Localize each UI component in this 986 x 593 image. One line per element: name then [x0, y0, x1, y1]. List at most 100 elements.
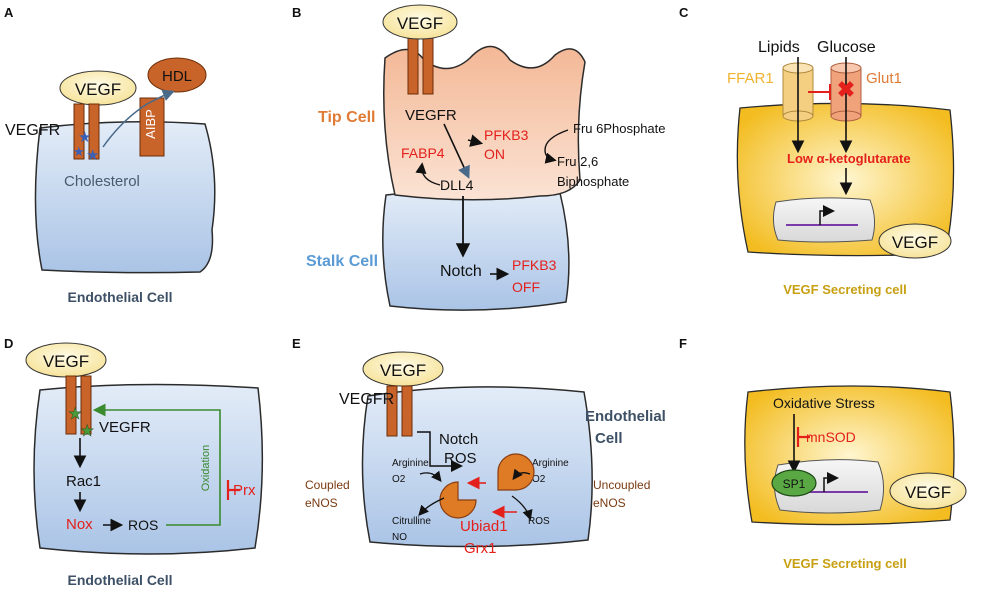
cholesterol-efflux-arrow	[102, 89, 175, 148]
dll4-fabp4-arrow	[415, 162, 441, 186]
arginine-right-label: Arginine	[532, 458, 569, 469]
cholesterol-star-icon-2: ★	[86, 147, 99, 164]
ros-out-arrow	[511, 495, 533, 521]
vegfr-to-pfkb3-arrow	[467, 134, 484, 147]
endothelial-label-e-1: Endothelial	[585, 408, 666, 425]
low-akg-label: Low α-ketoglutarate	[787, 151, 911, 166]
notch-label-b: Notch	[440, 263, 482, 280]
arginine-in-arrow	[419, 470, 442, 483]
fabp4-label: FABP4	[401, 145, 445, 161]
endothelial-cell-label-d: Endothelial Cell	[67, 572, 172, 588]
vegf-label-d: VEGF	[43, 352, 89, 371]
panel-a: A VEGF VEGFR ★ ★ ★ Cholesterol AIBP HDL …	[4, 5, 216, 305]
enos-coupled-icon	[439, 481, 477, 519]
pfkb3-on-label: PFKB3	[484, 127, 529, 143]
hdl-particle	[147, 57, 207, 93]
oxidation-feedback-arrow	[92, 403, 221, 526]
vegfr-to-ros-arrow	[417, 431, 463, 472]
no-label: NO	[392, 532, 407, 543]
vegf-label-a: VEGF	[75, 80, 121, 99]
vegfr-bar-left-e	[386, 385, 398, 437]
vegfr-bar-right-d	[80, 375, 92, 435]
cholesterol-star-icon-1: ★	[78, 129, 91, 146]
coupled-label-1: Coupled	[305, 478, 350, 492]
pfkb3-off-label: PFKB3	[512, 257, 557, 273]
coupled-label-2: eNOS	[305, 496, 338, 510]
grx1-label: Grx1	[464, 540, 497, 557]
cholesterol-label: Cholesterol	[64, 173, 140, 190]
glut1-label: Glut1	[866, 70, 902, 87]
vegfr-label-b: VEGFR	[405, 107, 457, 124]
vegfr-bar-left-a	[73, 103, 85, 160]
ffar1-label: FFAR1	[727, 70, 774, 87]
o2-right-label: O2	[532, 474, 546, 485]
oxidation-star-icon-2: ★	[80, 423, 94, 440]
vegfr-label-e: VEGFR	[339, 391, 394, 408]
panel-letter-b: B	[292, 5, 301, 20]
prx-label: Prx	[233, 482, 256, 499]
endothelial-cell-a	[34, 121, 216, 274]
panel-letter-f: F	[679, 336, 687, 351]
panel-letter-e: E	[292, 336, 301, 351]
panel-c: C VEGF Lipids Glucose FFAR1 Glut1 ✖ Low …	[679, 5, 955, 297]
tip-cell-label: Tip Cell	[318, 109, 376, 126]
nox-label: Nox	[66, 516, 93, 533]
lipids-label: Lipids	[758, 39, 800, 56]
citrulline-out-arrow	[418, 497, 445, 516]
panel-letter-a: A	[4, 5, 14, 20]
dll4-label: DLL4	[440, 177, 474, 193]
transcription-arrow-f	[823, 472, 839, 492]
panel-d: D VEGF ★ ★ VEGFR Rac1 Nox ROS Oxidation …	[4, 336, 264, 588]
vegf-secreting-cell-label-f: VEGF Secreting cell	[783, 556, 907, 571]
vegfr-bar-right-b	[422, 29, 434, 95]
arginine-left-label: Arginine	[392, 458, 429, 469]
uncoupled-label-2: eNOS	[593, 496, 626, 510]
pfkb3-off-state: OFF	[512, 279, 540, 295]
ros-label-e: ROS	[444, 450, 477, 467]
fru26-label-1: Fru 2,6	[557, 154, 598, 169]
hdl-label: HDL	[162, 68, 192, 85]
panel-letter-d: D	[4, 336, 13, 351]
citrulline-label: Citrulline	[392, 516, 431, 527]
ubiad1-label: Ubiad1	[460, 518, 508, 535]
endothelial-label-e-2: Cell	[595, 430, 623, 447]
vegf-ligand-f	[889, 472, 967, 510]
vegfr-bar-right-e	[401, 385, 413, 437]
fru6-label: Fru 6Phosphate	[573, 121, 666, 136]
vegfr-bar-right-a	[88, 103, 100, 160]
panel-e: E VEGF VEGFR Notch ROS Arginine O2 Argin…	[292, 336, 666, 557]
aibp-protein	[139, 97, 165, 157]
vegfr-label-d: VEGFR	[99, 419, 151, 436]
stalk-cell-label: Stalk Cell	[306, 253, 378, 270]
vegf-secreting-cell-label-c: VEGF Secreting cell	[783, 282, 907, 297]
vegfr-label-a: VEGFR	[5, 122, 60, 139]
oxidative-stress-label: Oxidative Stress	[773, 395, 875, 411]
notch-label-e: Notch	[439, 431, 478, 448]
nucleus-c	[772, 197, 876, 243]
oxidation-label: Oxidation	[200, 445, 212, 491]
aibp-label: AIBP	[143, 109, 158, 139]
cholesterol-star-icon-3: ★	[73, 144, 85, 159]
prx-inhibition-bar	[226, 480, 240, 500]
vegfr-bar-left-b	[407, 29, 419, 95]
inhibition-bar-c	[808, 84, 831, 100]
sp1-factor	[771, 469, 817, 497]
vegf-label-c: VEGF	[892, 233, 938, 252]
panel-b: B VEGF Tip Cell VEGFR PFKB3 ON FABP4 Fru…	[292, 4, 666, 311]
oxidation-star-icon-1: ★	[68, 406, 82, 423]
tip-cell	[383, 45, 586, 201]
mnsod-inhibition-bar	[796, 427, 810, 447]
rac1-label: Rac1	[66, 473, 101, 490]
vegf-label-f: VEGF	[905, 483, 951, 502]
uncoupled-label-1: Uncoupled	[593, 478, 650, 492]
ros-right-label: ROS	[528, 516, 550, 527]
pfkb3-on-state: ON	[484, 146, 505, 162]
panel-f: F Oxidative Stress mnSOD SP1 VEGF VEGF S…	[679, 336, 967, 571]
vegf-ligand-b	[382, 4, 458, 40]
endothelial-cell-label-a: Endothelial Cell	[67, 289, 172, 305]
stalk-cell	[382, 188, 570, 311]
vegf-label-b: VEGF	[397, 14, 443, 33]
vegfr-to-dll4-arrow	[443, 123, 470, 179]
arginine-right-arrow	[512, 468, 531, 481]
